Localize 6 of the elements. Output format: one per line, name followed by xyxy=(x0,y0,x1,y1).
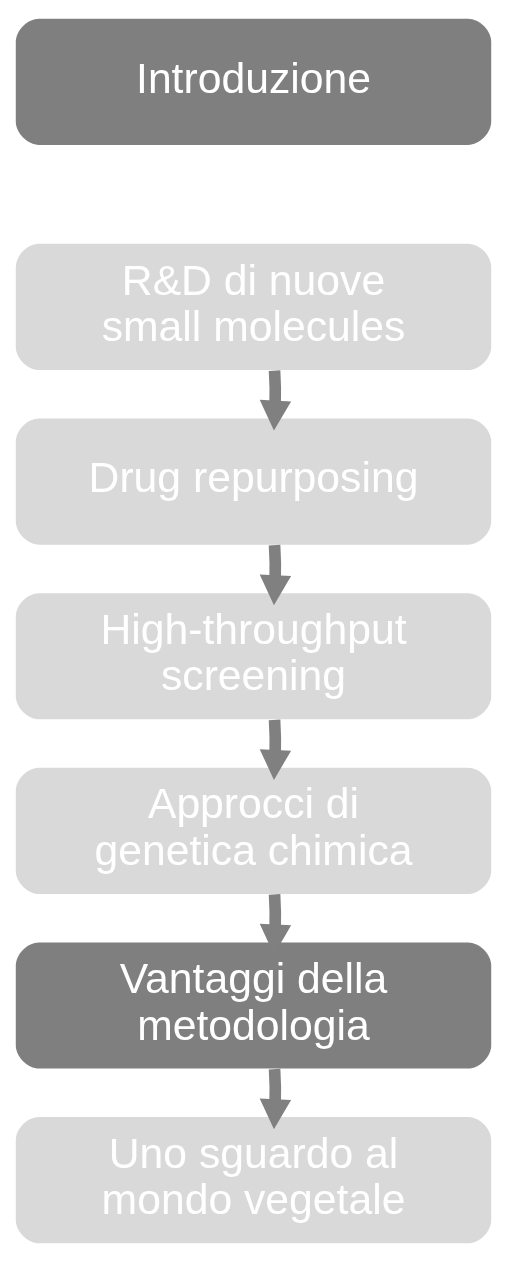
node-box: Introduzione xyxy=(15,18,492,145)
node-box: Vantaggi della metodologia xyxy=(15,942,492,1069)
arrow xyxy=(259,719,292,780)
arrow xyxy=(259,370,292,431)
arrow xyxy=(259,1068,292,1130)
arrow xyxy=(259,544,292,606)
